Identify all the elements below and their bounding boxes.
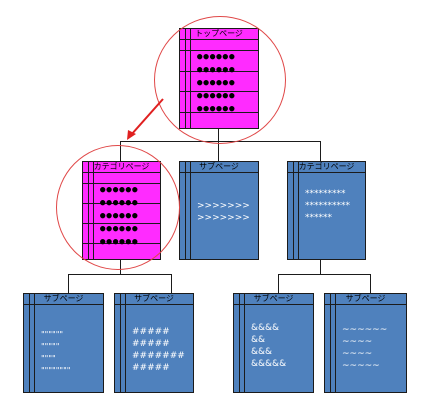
- sub-page-4-node: サブページ ~~~~~~ ~~~~ ~~~~ ~~~~~: [324, 293, 407, 393]
- page-title: サブページ: [180, 162, 258, 173]
- page-left-rail-inner: [185, 162, 186, 259]
- sub-page-2-node: サブページ ##### ##### ####### #####: [114, 293, 194, 393]
- page-left-rail-inner: [29, 294, 30, 392]
- page-left-rail: [24, 294, 35, 392]
- page-title: カテゴリページ: [288, 162, 365, 173]
- page-title: サブページ: [234, 294, 313, 305]
- page-left-rail-inner: [120, 294, 121, 392]
- page-left-rail: [325, 294, 336, 392]
- connector-center-drop: [218, 141, 219, 161]
- page-content: """""" """"" """" """""""": [41, 330, 71, 375]
- page-left-rail: [234, 294, 245, 392]
- connector-right-branch-vertical: [320, 260, 321, 275]
- page-title: サブページ: [325, 294, 406, 305]
- connector-sub1-drop: [68, 274, 69, 293]
- connector-left-branch-horizontal: [68, 274, 172, 275]
- page-content: >>>>>>> >>>>>>>: [197, 201, 250, 223]
- page-left-rail: [115, 294, 126, 392]
- page-content: ********* ********** ******: [305, 189, 350, 223]
- page-title: サブページ: [24, 294, 103, 305]
- category-page-right-node: カテゴリページ ********* ********** ******: [287, 161, 366, 260]
- highlight-circle-category-page: [56, 145, 180, 270]
- page-title: サブページ: [115, 294, 193, 305]
- page-left-rail-inner: [330, 294, 331, 392]
- connector-sub4-drop: [370, 274, 371, 293]
- connector-sub3-drop: [278, 274, 279, 293]
- page-content: ~~~~~~ ~~~~ ~~~~ ~~~~~: [342, 325, 388, 371]
- page-content: &&&& && &&& &&&&&: [251, 323, 287, 369]
- page-content: ##### ##### ####### #####: [132, 327, 185, 373]
- sub-page-center-node: サブページ >>>>>>> >>>>>>>: [179, 161, 259, 260]
- connector-sub2-drop: [171, 274, 172, 293]
- page-left-rail: [180, 162, 191, 259]
- page-left-rail-inner: [293, 162, 294, 259]
- sub-page-3-node: サブページ &&&& && &&& &&&&&: [233, 293, 314, 393]
- page-left-rail-inner: [239, 294, 240, 392]
- connector-right-branch-horizontal: [278, 274, 371, 275]
- connector-right-drop: [320, 141, 321, 161]
- sub-page-1-node: サブページ """""" """"" """" """""""": [23, 293, 104, 393]
- highlight-circle-top-page: [154, 16, 286, 144]
- page-left-rail: [288, 162, 299, 259]
